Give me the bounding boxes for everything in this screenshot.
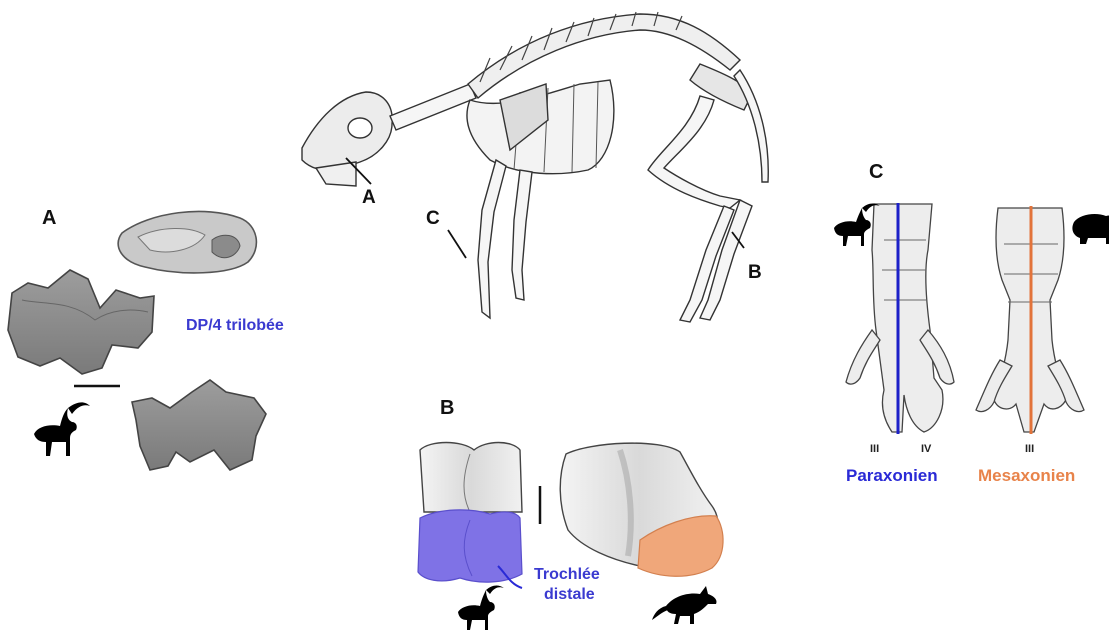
- trochlea-caption-line2: distale: [544, 586, 595, 604]
- fox-silhouette-icon: [652, 586, 717, 624]
- tooth-occlusal-view: [118, 211, 256, 272]
- trochlea-caption-line1: Trochlée: [534, 566, 600, 584]
- mesaxonien-caption: Mesaxonien: [978, 466, 1075, 486]
- skeleton-drawing: [302, 12, 768, 322]
- astragalus-perissodactyl: [560, 443, 723, 576]
- ibex-silhouette-icon: [34, 402, 90, 456]
- ibex-silhouette-icon: [458, 586, 504, 630]
- tooth-lingual-view: [132, 380, 266, 470]
- astragalus-ruminant: [418, 443, 522, 583]
- tooth-lateral-view: [8, 270, 154, 374]
- dp4-caption: DP/4 trilobée: [186, 317, 284, 335]
- skeleton-pointer-label-c: C: [426, 208, 440, 230]
- digit-label-iv-paraxonic: IV: [921, 443, 931, 455]
- paraxonien-caption: Paraxonien: [846, 466, 938, 486]
- digit-label-iii-paraxonic: III: [870, 443, 879, 455]
- skeleton-pointer-label-a: A: [362, 187, 376, 209]
- panel-label-b: B: [440, 397, 454, 420]
- digit-label-iii-mesaxonic: III: [1025, 443, 1034, 455]
- skeleton-pointer-label-b: B: [748, 262, 762, 284]
- panel-label-c: C: [869, 161, 883, 184]
- rhino-silhouette-icon: [1072, 214, 1109, 244]
- pointer-line-c: [448, 230, 466, 258]
- panel-label-a: A: [42, 207, 56, 230]
